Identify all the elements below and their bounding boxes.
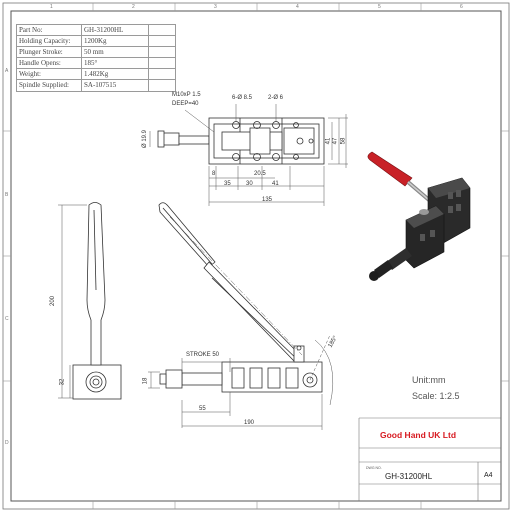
spec-row: Spindle Supplied:SA-107515 xyxy=(16,79,176,92)
spec-key: Handle Opens: xyxy=(16,57,82,70)
dim-label: 41 xyxy=(325,137,332,145)
zone-label: A xyxy=(5,68,9,74)
dim-label: 200 xyxy=(50,295,57,307)
dim-label: 55 xyxy=(199,406,206,412)
spec-table: Part No:GH-31200HL Holding Capacity:1200… xyxy=(16,23,176,92)
scale-label: Scale: 1:2.5 xyxy=(412,391,460,401)
spec-value: 1200Kg xyxy=(81,35,149,48)
spec-value: GH-31200HL xyxy=(81,23,149,37)
zone-label: 4 xyxy=(296,4,299,10)
spec-key: Weight: xyxy=(16,68,82,81)
zone-label: 6 xyxy=(460,4,463,10)
dim-label: 30 xyxy=(246,181,253,187)
dim-label: Ø 19.9 xyxy=(142,129,149,149)
spec-key: Spindle Supplied: xyxy=(16,79,82,92)
end-view-dimensions xyxy=(58,204,87,399)
top-view-dimensions xyxy=(149,104,348,206)
company-name: Good Hand UK Ltd xyxy=(380,430,457,440)
isometric-view xyxy=(367,151,471,281)
dim-label: 8 xyxy=(212,171,216,177)
dwg-no-label: DWG NO. xyxy=(366,466,382,470)
dim-label: 58 xyxy=(340,137,347,145)
top-view xyxy=(157,117,325,165)
spec-key: Part No: xyxy=(16,23,82,37)
zone-label: 1 xyxy=(50,4,53,10)
spec-row: Handle Opens:185° xyxy=(16,57,176,70)
dim-label: 41 xyxy=(272,181,279,187)
side-view xyxy=(158,202,323,393)
unit-label: Unit:mm xyxy=(412,375,446,385)
dim-label: 20.5 xyxy=(254,171,266,177)
spec-key: Plunger Stroke: xyxy=(16,46,82,59)
spec-value: 185° xyxy=(81,57,149,70)
spec-key: Holding Capacity: xyxy=(16,35,82,48)
stroke-label: STROKE 50 xyxy=(186,352,220,358)
depth-note: DEEP=40 xyxy=(172,101,199,107)
spec-row: Holding Capacity:1200Kg xyxy=(16,35,176,48)
zone-label: B xyxy=(5,192,9,198)
zone-label: 5 xyxy=(378,4,381,10)
title-block xyxy=(358,417,501,501)
spec-row: Part No:GH-31200HL xyxy=(16,23,176,37)
zone-label: C xyxy=(5,316,9,322)
spec-row: Plunger Stroke:50 mm xyxy=(16,46,176,59)
dim-label: 47 xyxy=(332,137,339,145)
zone-label: 2 xyxy=(132,4,135,10)
dim-label: 135 xyxy=(262,197,273,203)
dim-label: 32 xyxy=(59,378,66,386)
zone-label: D xyxy=(5,440,9,446)
dim-label: 35 xyxy=(224,181,231,187)
spec-value: 1.482Kg xyxy=(81,68,149,81)
dim-label: 190 xyxy=(244,420,255,426)
dim-label: 18 xyxy=(142,377,149,385)
thread-note: M10xP 1.5 xyxy=(172,92,201,98)
spec-value: SA-107515 xyxy=(81,79,149,92)
hole-note-b: 2-Ø 6 xyxy=(268,95,284,101)
spec-row: Weight:1.482Kg xyxy=(16,68,176,81)
zone-label: 3 xyxy=(214,4,217,10)
drawing-number: GH-31200HL xyxy=(385,472,433,481)
sheet-size: A4 xyxy=(484,472,493,479)
hole-note-a: 6-Ø 8.5 xyxy=(232,95,253,101)
spec-value: 50 mm xyxy=(81,46,149,59)
side-view-dimensions xyxy=(148,216,334,430)
end-view xyxy=(72,202,122,400)
